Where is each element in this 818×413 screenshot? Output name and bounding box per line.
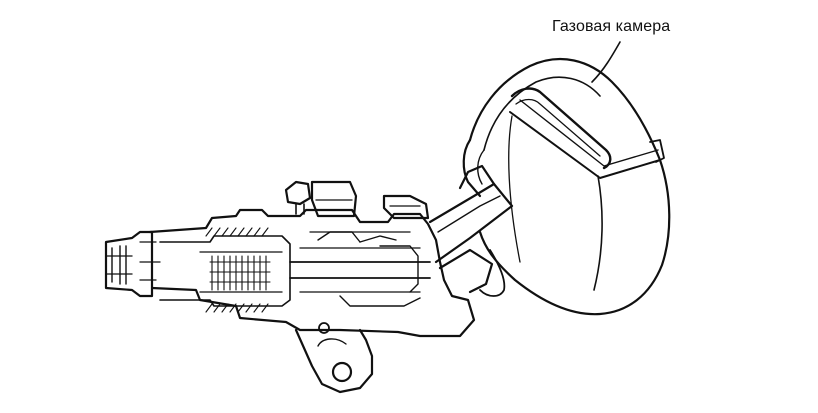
connector-arm (430, 166, 512, 292)
top-fittings (286, 182, 428, 218)
gas-chamber-label: Газовая камера (552, 18, 671, 35)
gas-chamber (464, 59, 670, 314)
main-body (150, 210, 474, 336)
callout-leader-line (592, 42, 620, 82)
electrical-connector (106, 232, 160, 296)
mounting-bracket (296, 323, 372, 392)
